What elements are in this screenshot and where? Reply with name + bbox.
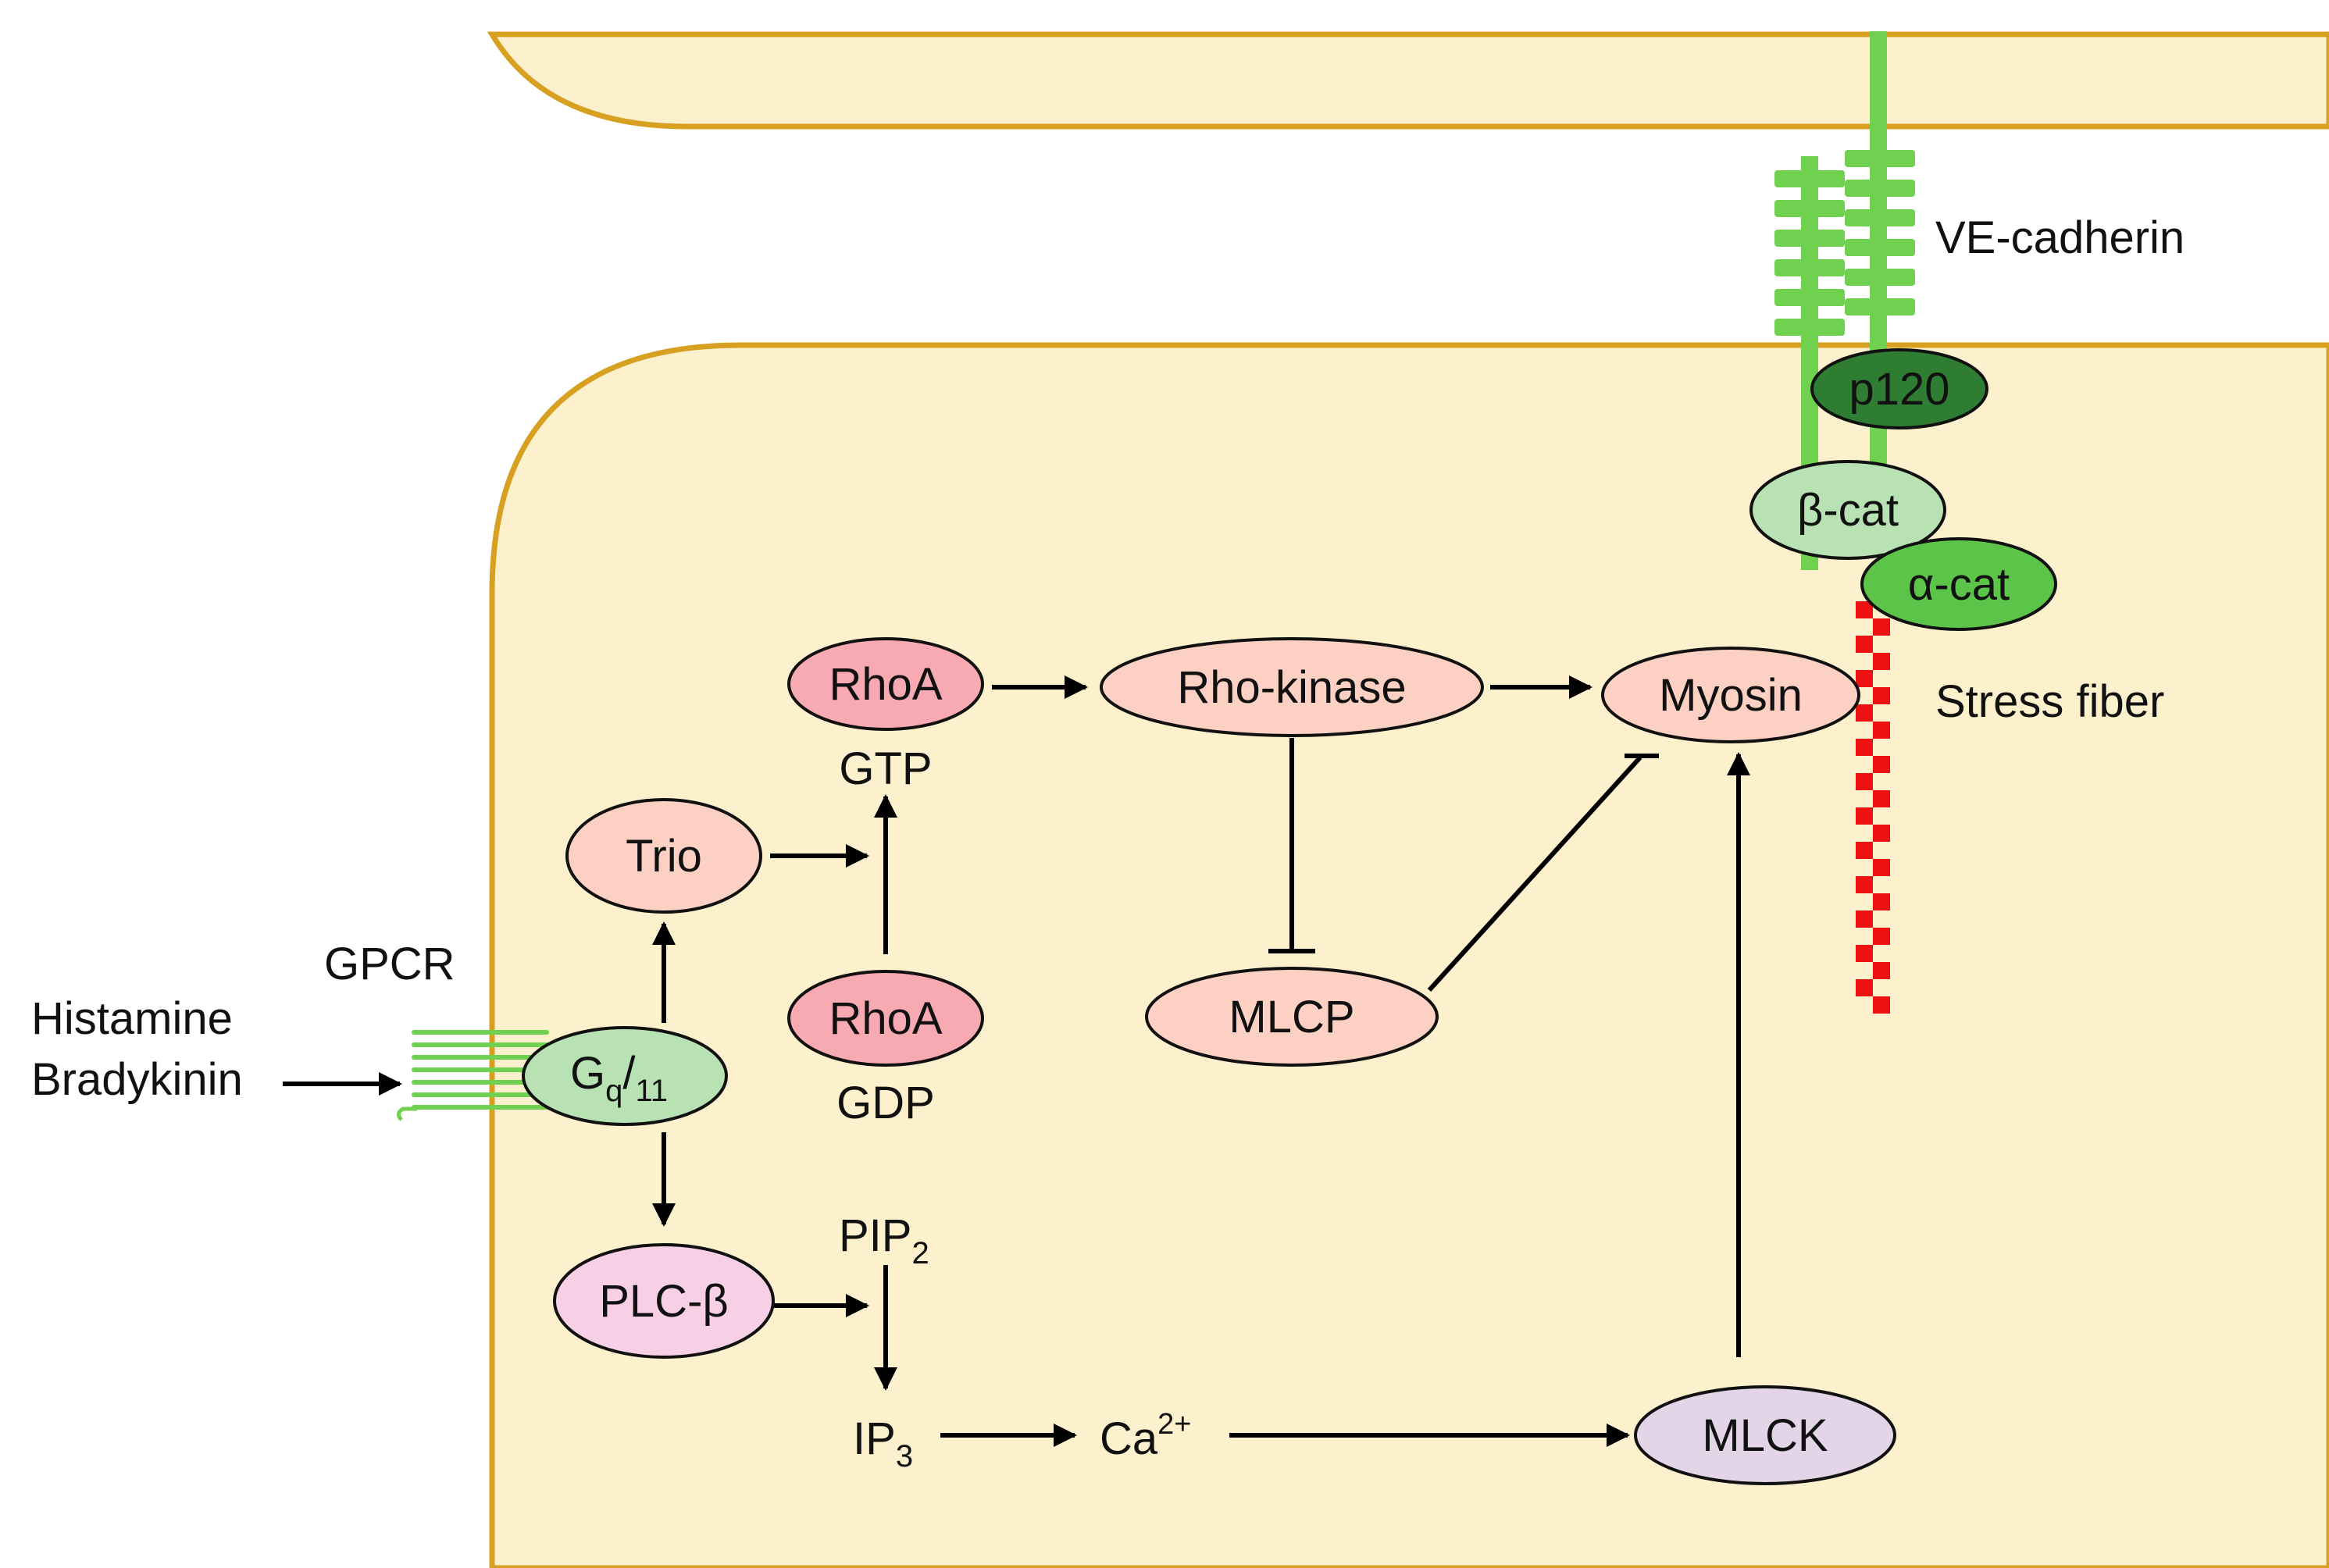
stress-fiber-segment <box>1873 996 1890 1014</box>
alpha-cat-label: α-cat <box>1908 559 2010 610</box>
beta-cat-node[interactable]: β-cat <box>1749 460 1946 560</box>
stress-fiber-segment <box>1873 653 1890 670</box>
stress-fiber-segment <box>1873 618 1890 636</box>
histamine-label: Histamine <box>31 993 233 1044</box>
ca-label-sup: 2+ <box>1157 1408 1191 1441</box>
stress-fiber-segment <box>1856 636 1873 653</box>
rhoa-gtp-node[interactable]: RhoA <box>787 637 984 731</box>
ip3-label-sub: 3 <box>896 1439 913 1474</box>
mlck-node[interactable]: MLCK <box>1634 1385 1896 1485</box>
stress-fiber-segment <box>1873 687 1890 704</box>
gpcr-tail <box>397 1107 417 1121</box>
stress-fiber-segment <box>1873 928 1890 945</box>
stress-fiber-segment <box>1856 842 1873 859</box>
stress-fiber-segment <box>1873 825 1890 842</box>
gq11-label-slash: / <box>622 1048 636 1099</box>
gq11-node[interactable]: Gq/11 <box>522 1026 728 1126</box>
gpcr-label: GPCR <box>324 939 455 989</box>
p120-node[interactable]: p120 <box>1810 348 1988 429</box>
myosin-label: Myosin <box>1659 670 1803 721</box>
gq11-label-base: G <box>570 1048 605 1099</box>
stress-fiber-segment <box>1873 756 1890 773</box>
stress-fiber-segment <box>1873 790 1890 807</box>
ip3-label-base: IP <box>853 1413 896 1464</box>
stress-fiber-segment <box>1873 893 1890 911</box>
gq11-label-sub: q <box>605 1074 622 1108</box>
myosin-node[interactable]: Myosin <box>1601 647 1860 743</box>
stress-fiber-segment <box>1856 739 1873 756</box>
mlcp-node[interactable]: MLCP <box>1145 967 1439 1067</box>
ip3-label: IP3 <box>853 1413 913 1474</box>
stress-fiber-segment <box>1856 979 1873 996</box>
plc-beta-label: PLC-β <box>599 1276 729 1327</box>
gq11-label-number: 11 <box>636 1074 669 1108</box>
plc-beta-node[interactable]: PLC-β <box>553 1243 775 1359</box>
ca-label: Ca2+ <box>1100 1408 1191 1464</box>
beta-cat-label: β-cat <box>1797 485 1899 536</box>
p120-label: p120 <box>1849 364 1949 415</box>
stress-fiber-segment <box>1873 962 1890 979</box>
pip2-label: PIP2 <box>839 1210 929 1270</box>
mlck-label: MLCK <box>1702 1410 1828 1461</box>
pip2-label-sub: 2 <box>912 1236 929 1270</box>
stress-fiber-segment <box>1856 945 1873 962</box>
upper-cell <box>487 31 2329 130</box>
stress-fiber-segment <box>1856 807 1873 825</box>
stress-fiber-segment <box>1856 601 1873 618</box>
rhoa-gdp-label: RhoA <box>829 993 942 1044</box>
stress-fiber <box>1856 601 1890 1014</box>
stress-fiber-segment <box>1873 722 1890 739</box>
stress-fiber-segment <box>1856 773 1873 790</box>
mlcp-label: MLCP <box>1229 992 1354 1042</box>
gq11-label: Gq/11 <box>570 1048 668 1108</box>
ca-label-base: Ca <box>1100 1413 1158 1464</box>
gdp-label: GDP <box>836 1078 935 1128</box>
main-cell <box>489 342 2329 1568</box>
stress-fiber-segment <box>1856 704 1873 722</box>
pip2-label-base: PIP <box>839 1210 912 1261</box>
alpha-cat-node[interactable]: α-cat <box>1860 537 2057 631</box>
stress-fiber-label: Stress fiber <box>1935 676 2164 727</box>
trio-label: Trio <box>626 831 702 882</box>
rhoa-gdp-node[interactable]: RhoA <box>787 970 984 1067</box>
stress-fiber-segment <box>1856 876 1873 893</box>
rho-kinase-label: Rho-kinase <box>1177 662 1406 713</box>
rhoa-gtp-label: RhoA <box>829 659 942 710</box>
stress-fiber-segment <box>1856 670 1873 687</box>
stress-fiber-segment <box>1873 859 1890 876</box>
ve-cadherin-label: VE-cadherin <box>1935 212 2185 263</box>
rho-kinase-node[interactable]: Rho-kinase <box>1100 637 1484 737</box>
gtp-label: GTP <box>839 743 932 794</box>
trio-node[interactable]: Trio <box>565 798 762 914</box>
stress-fiber-segment <box>1856 911 1873 928</box>
bradykinin-label: Bradykinin <box>31 1054 243 1105</box>
edge-mlcp-inhibits-myosin <box>1427 755 1642 992</box>
